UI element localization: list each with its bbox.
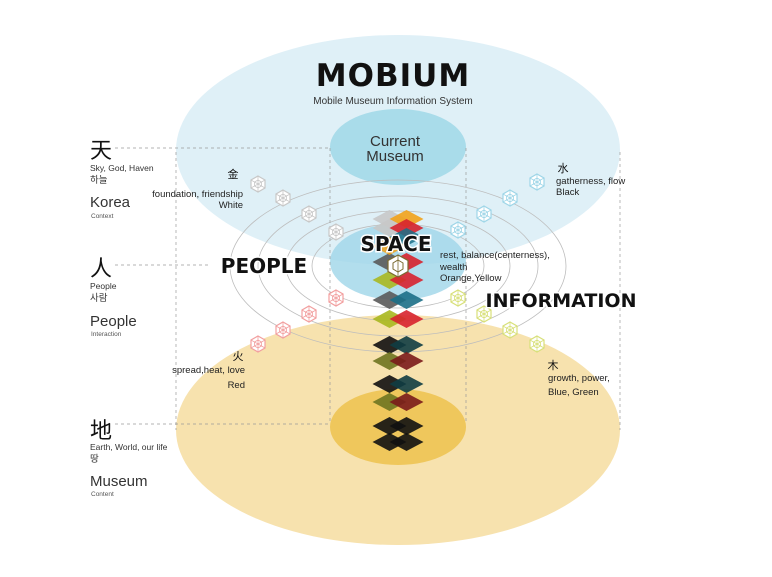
stack-diamond: [389, 375, 424, 393]
element-glyph-fire: 火: [233, 351, 244, 363]
cube-icon: [502, 189, 518, 207]
stack-diamond: [389, 433, 424, 451]
stack-diamond: [389, 336, 424, 354]
orbit-ring: [257, 195, 539, 337]
legend-term-people: People: [90, 313, 137, 330]
element-text-fire-1: spread,heat, love: [172, 365, 245, 376]
cube-icon: [529, 335, 545, 353]
page-title: MOBIUM: [316, 58, 470, 94]
element-glyph-metal: 金: [228, 167, 239, 181]
cube-icon: [502, 321, 518, 339]
cube-icon: [476, 305, 492, 323]
legend-sub-earth: Content: [91, 491, 114, 498]
stack-diamond: [389, 393, 424, 411]
cube-icon: [250, 175, 266, 193]
center-emblem-icon: [387, 254, 409, 278]
dashed-guides: [115, 147, 621, 430]
legend-korean-people: 사람: [90, 292, 108, 304]
current-museum-ellipse: [330, 109, 466, 185]
stack-diamond: [389, 291, 424, 309]
legend-korean-heaven: 하늘: [90, 174, 108, 186]
legend-english-earth: Earth, World, our life: [90, 442, 168, 452]
stack-diamond: [389, 310, 424, 328]
cube-icon: [450, 289, 466, 307]
element-text-water-2: Black: [556, 187, 579, 198]
legend-glyph-people: 人: [90, 256, 112, 281]
legend-glyph-heaven: 天: [90, 138, 112, 163]
cube-icon: [450, 221, 466, 239]
stack-diamond: [389, 417, 424, 435]
cube-icon: [529, 173, 545, 191]
legend-sub-heaven: Context: [91, 213, 114, 220]
legend-term-earth: Museum: [90, 473, 148, 490]
cube-icon: [328, 289, 344, 307]
element-text-wood-2: Blue, Green: [548, 387, 599, 398]
element-text-earth-1: rest, balance(centerness),: [440, 250, 550, 261]
element-text-water-1: gatherness, flow: [556, 176, 625, 187]
element-glyph-wood: 木: [548, 359, 559, 372]
cube-icon: [301, 205, 317, 223]
element-text-earth-2: wealth: [439, 262, 467, 273]
legend-glyph-earth: 地: [90, 418, 112, 443]
element-text-metal-1: foundation, friendship: [152, 189, 243, 200]
legend-sub-people: Interaction: [91, 331, 122, 338]
element-text-metal-2: White: [219, 200, 243, 211]
current-museum-label-2: Museum: [366, 148, 424, 165]
element-glyph-water: 水: [558, 162, 569, 175]
legend-korean-earth: 땅: [90, 454, 99, 465]
information-label: INFORMATION: [486, 290, 637, 312]
element-text-earth-3: Orange,Yellow: [440, 273, 502, 284]
space-label: SPACE: [360, 232, 431, 256]
cube-icon: [476, 205, 492, 223]
cube-icon: [301, 305, 317, 323]
people-label: PEOPLE: [221, 254, 307, 278]
cube-icons: [250, 173, 545, 353]
stack-diamond: [372, 237, 407, 255]
current-museum-label-1: Current: [370, 133, 421, 150]
cube-icon: [275, 189, 291, 207]
cube-icon: [250, 335, 266, 353]
cube-icon: [328, 223, 344, 241]
cube-icon: [275, 321, 291, 339]
orbit-ring: [229, 179, 567, 353]
page-subtitle: Mobile Museum Information System: [313, 96, 473, 107]
legend-term-heaven: Korea: [90, 194, 131, 211]
element-text-fire-2: Red: [228, 380, 245, 391]
legend-english-people: People: [90, 281, 117, 291]
legend-english-heaven: Sky, God, Haven: [90, 163, 154, 173]
element-text-wood-1: growth, power,: [548, 373, 610, 384]
stack-diamond: [389, 352, 424, 370]
